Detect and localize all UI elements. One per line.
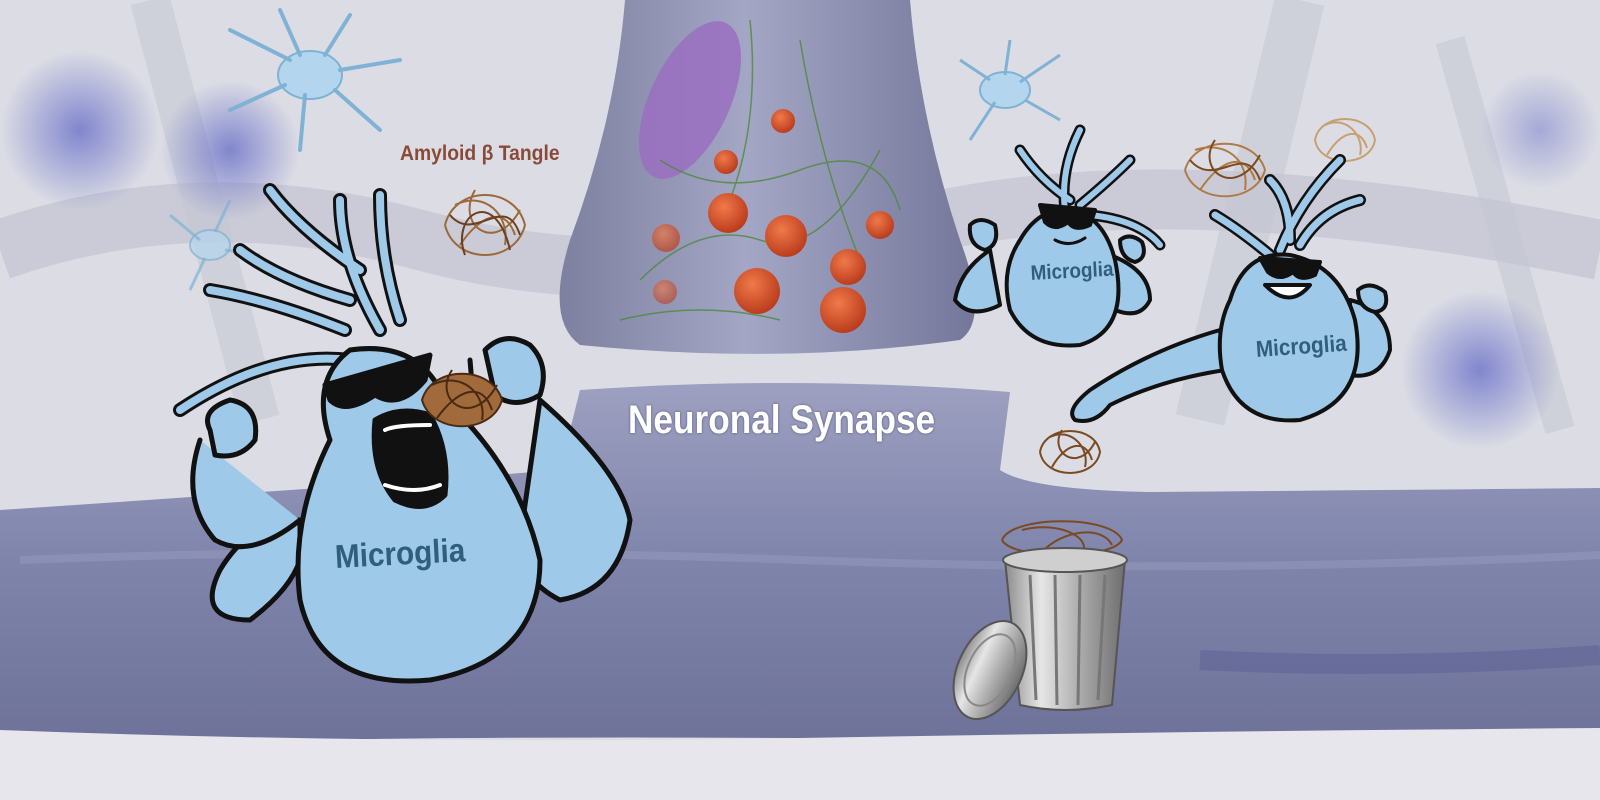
microglia-label: Microglia	[1030, 257, 1115, 285]
amyloid-label: Amyloid β Tangle	[400, 142, 560, 165]
amyloid-tangle-held	[420, 369, 504, 428]
amyloid-tangles	[444, 118, 1377, 556]
trash-can-icon	[952, 547, 1128, 721]
amyloid-tangle	[1314, 118, 1377, 162]
microglia-label: Microglia	[334, 531, 467, 575]
presynaptic-terminal	[559, 0, 975, 354]
amyloid-tangle	[444, 189, 527, 256]
amyloid-tangle	[1039, 429, 1102, 474]
microglia-character-large	[173, 183, 633, 684]
vesicles	[652, 109, 894, 333]
small-microglia-cells	[169, 8, 1061, 291]
amyloid-tangle	[1184, 139, 1267, 198]
synapse-label: Neuronal Synapse	[628, 398, 936, 442]
microglia-character-small	[953, 124, 1166, 348]
microglia-character-right	[1070, 154, 1392, 423]
